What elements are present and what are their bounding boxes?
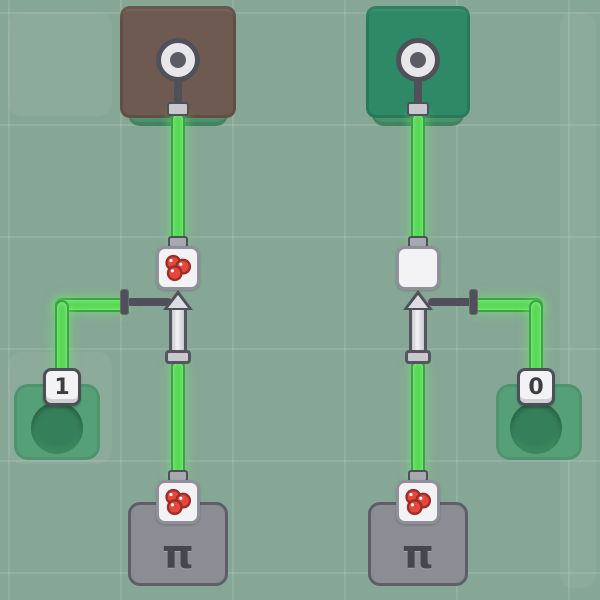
- lamp-outlet-core-icon: [410, 52, 426, 68]
- arrow-up-inner-icon: [408, 295, 428, 308]
- wire-left-top: [171, 112, 185, 252]
- wire-left-bottom: [171, 360, 185, 484]
- outlet-collar: [167, 102, 189, 116]
- button-socket-hole-left: [31, 402, 83, 454]
- wire-right-top: [411, 112, 425, 252]
- valve-arm-right: [428, 298, 473, 306]
- lamp-outlet-icon: [156, 38, 200, 82]
- signal-button-one[interactable]: 1: [43, 368, 81, 406]
- gate-machine-right[interactable]: [396, 246, 440, 290]
- outlet-stem: [174, 78, 182, 106]
- floor-highlight: [8, 12, 112, 116]
- valve-base-right: [405, 350, 431, 364]
- valve-arm-cap-left: [120, 289, 129, 315]
- cherries-icon: [165, 488, 192, 516]
- filter-machine-left[interactable]: [156, 246, 200, 290]
- filter-outlet-right[interactable]: [396, 480, 440, 524]
- lamp-outlet-core-icon: [170, 52, 186, 68]
- cherries-icon: [165, 254, 192, 282]
- floor-highlight: [560, 12, 596, 588]
- arrow-up-inner-icon: [168, 295, 188, 308]
- outlet-stem: [414, 78, 422, 106]
- valve-arm-cap-right: [469, 289, 478, 315]
- valve-base-left: [165, 350, 191, 364]
- wire-left-input-vertical: [55, 300, 69, 378]
- lamp-outlet-icon: [396, 38, 440, 82]
- signal-button-zero[interactable]: 0: [517, 368, 555, 406]
- button-socket-hole-right: [510, 402, 562, 454]
- filter-outlet-left[interactable]: [156, 480, 200, 524]
- pi-source-left[interactable]: π: [128, 502, 228, 586]
- outlet-collar: [407, 102, 429, 116]
- cherries-icon: [405, 488, 432, 516]
- valve-arm-left: [127, 298, 172, 306]
- wire-right-input-vertical: [529, 300, 543, 378]
- wire-right-bottom: [411, 360, 425, 484]
